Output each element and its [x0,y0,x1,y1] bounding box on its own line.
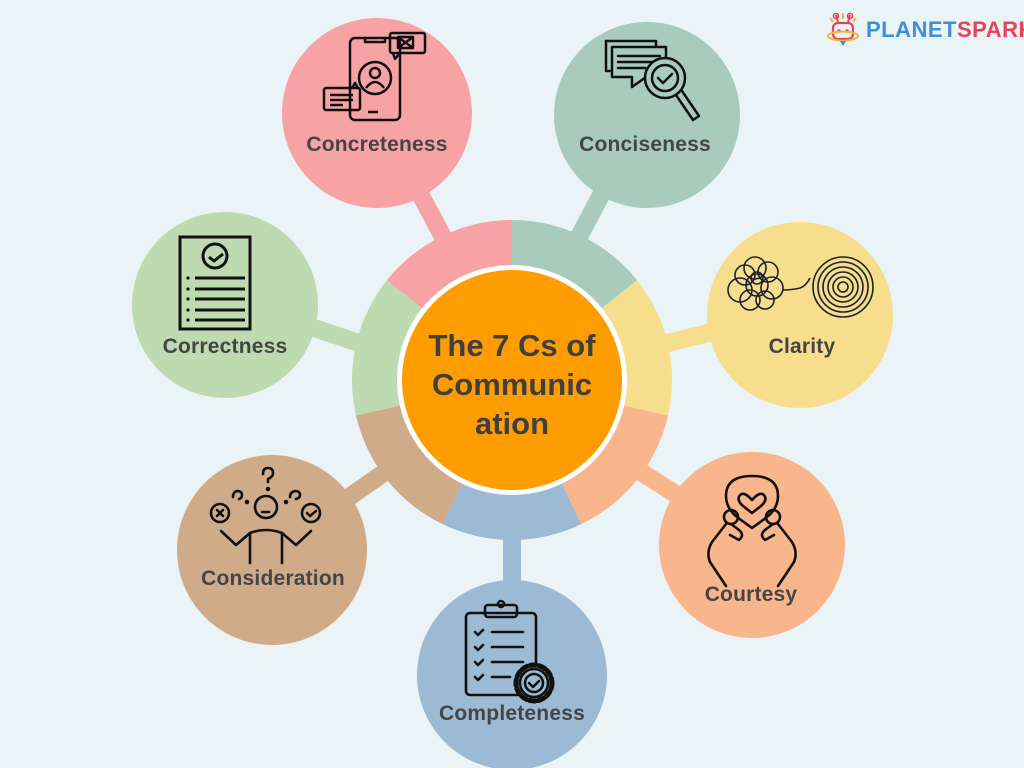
bubble-consideration [177,455,367,645]
ring-segment-clarity [599,280,672,416]
ring [352,220,672,540]
bubble-clarity [707,222,893,408]
label-courtesy: Courtesy [704,583,798,606]
document-checkmark-list-icon [178,235,252,331]
ring-segment-consideration [356,404,464,525]
chat-magnifier-check-icon [604,39,701,122]
ring-segment-completeness [442,480,582,540]
ring-segment-concreteness [386,220,512,311]
center-title: The 7 Cs of Communic ation [398,326,626,443]
ring-segment-courtesy [560,404,668,525]
clipboard-checklist-gear-icon [464,599,555,704]
center-title-line-1: The 7 Cs of [428,328,596,363]
bubble-completeness [417,580,607,768]
planetspark-logo: PLANETSPARK [826,12,1024,48]
hands-holding-heart-icon [707,474,797,588]
bubble-conciseness [554,22,740,208]
bubble-courtesy [659,452,845,638]
brand-name-planet: PLANET [866,17,957,42]
label-conciseness: Conciseness [579,133,711,156]
label-completeness: Completeness [439,702,585,725]
center-title-line-3: ation [474,406,550,441]
center-title-line-2: Communic [431,367,593,402]
robot-planet-icon [827,12,859,46]
label-clarity: Clarity [768,335,836,358]
center-circle-fill [402,270,622,490]
label-concreteness: Concreteness [306,133,448,156]
bubble-correctness [132,212,318,398]
label-correctness: Correctness [162,335,288,358]
ring-segment-conciseness [512,220,638,311]
ring-segment-correctness [352,280,425,416]
person-weighing-options-icon [209,466,322,565]
label-consideration: Consideration [201,567,345,590]
tangle-to-spiral-icon [727,256,874,318]
brand-name-spark: SPARK [957,17,1024,42]
brand-name: PLANETSPARK [866,17,1024,43]
smartphone-profile-chat-icon [322,31,427,122]
